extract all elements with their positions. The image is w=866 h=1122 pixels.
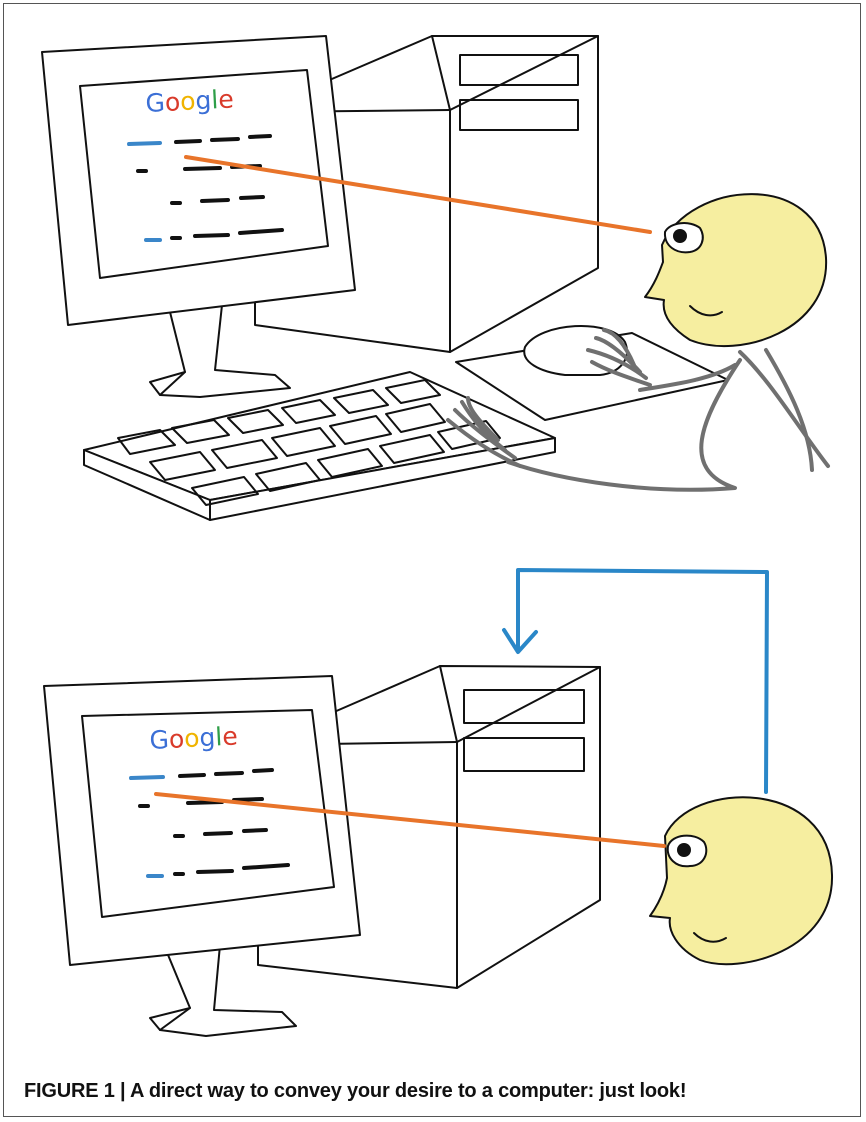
top-monitor	[41, 35, 356, 326]
bottom-gaze-line	[154, 792, 666, 848]
top-keyboard-keys	[117, 379, 501, 506]
bottom-drive-bay-2	[463, 737, 585, 772]
top-drive-bay-2	[459, 99, 579, 131]
bottom-monitor	[43, 675, 361, 966]
bottom-drive-bay-1	[463, 689, 585, 724]
top-monitor-stand	[149, 304, 291, 398]
caption-separator: |	[120, 1080, 126, 1102]
top-user-face	[644, 193, 828, 348]
caption-text: A direct way to convey your desire to a …	[130, 1080, 687, 1102]
bottom-scene: Google	[43, 665, 834, 1037]
caption-label: FIGURE 1	[24, 1080, 115, 1102]
bottom-user-face	[649, 796, 834, 966]
top-arms-hands	[446, 328, 830, 492]
bottom-monitor-stand	[149, 944, 297, 1037]
top-google-logo: Google	[145, 84, 235, 118]
figure-caption: FIGURE 1 | A direct way to convey your d…	[24, 1080, 687, 1103]
top-mouse-pad	[455, 325, 729, 421]
top-scene: Google	[41, 35, 830, 521]
feedback-arrow	[502, 568, 769, 794]
bottom-google-logo: Google	[149, 721, 239, 755]
top-monitor-screen	[79, 69, 329, 279]
top-gaze-line	[184, 155, 652, 234]
top-keyboard	[83, 371, 556, 521]
figure-frame	[3, 3, 861, 1117]
top-drive-bay-1	[459, 54, 579, 86]
